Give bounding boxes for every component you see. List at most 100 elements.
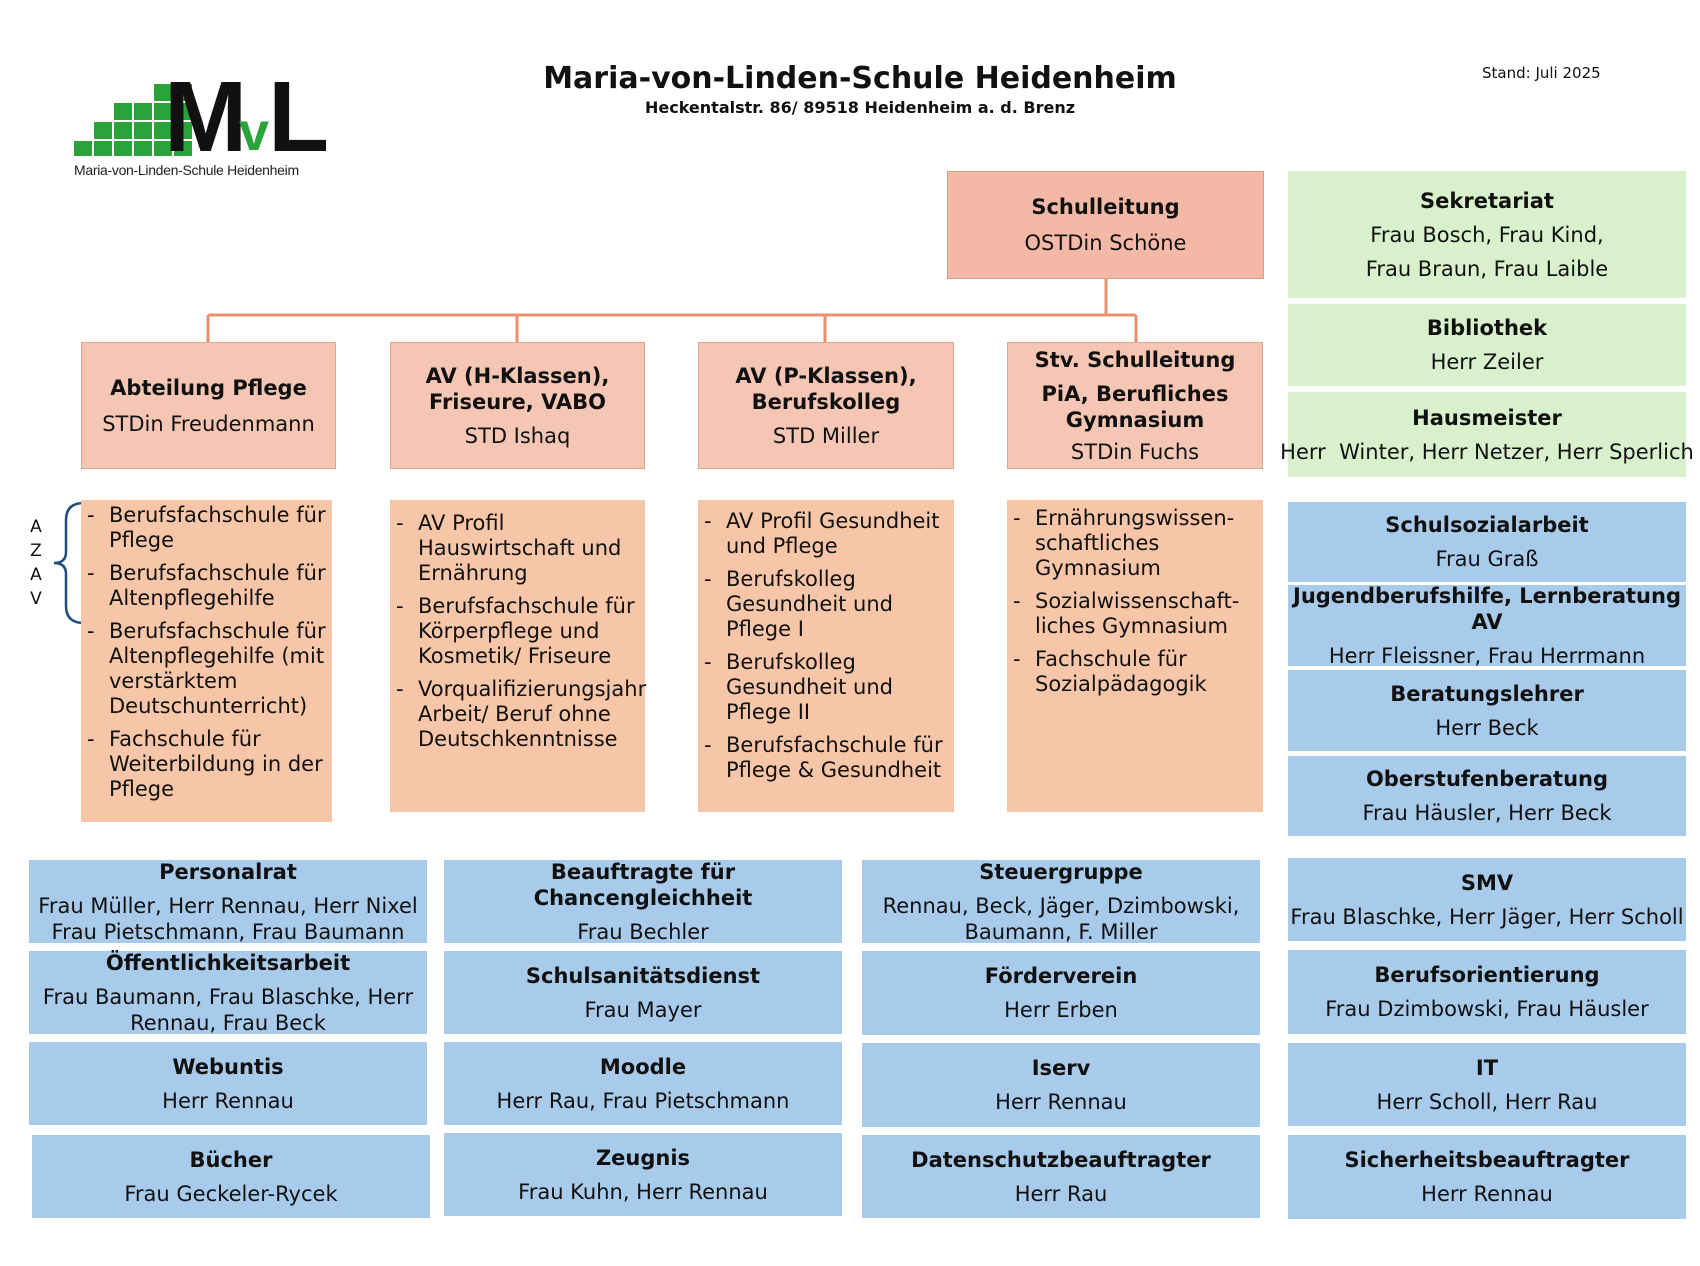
logo-letter-l: L [268, 61, 330, 173]
service-title: Hausmeister [1412, 405, 1562, 430]
service-box-steering-group: Steuergruppe Rennau, Beck, Jäger, Dzimbo… [862, 860, 1260, 944]
department-head: STDin Fuchs [1070, 439, 1200, 464]
service-names: Herr Beck [1435, 715, 1539, 740]
logo-letter-v: v [239, 102, 270, 162]
service-title: IT [1475, 1055, 1499, 1080]
service-title: SMV [1460, 870, 1514, 895]
service-box-career-orientation: Berufsorientierung Frau Dzimbowski, Frau… [1288, 950, 1686, 1034]
service-box-reports: Zeugnis Frau Kuhn, Herr Rennau [444, 1133, 842, 1216]
list-item: Ernährungswissen-schaftliches Gymnasium [1011, 506, 1259, 581]
service-names: Herr Rennau [995, 1090, 1127, 1114]
service-title: Datenschutzbeauftragter [911, 1147, 1211, 1172]
service-title: Jugendberufshilfe, Lernberatung AV [1293, 583, 1681, 634]
service-box-staff-council: Personalrat Frau Müller, Herr Rennau, He… [29, 860, 427, 944]
list-item: Berufskolleg Gesundheit und Pflege I [702, 567, 950, 642]
department-title: Abteilung Pflege [110, 375, 307, 400]
program-list-box: Ernährungswissen-schaftliches Gymnasium … [1007, 500, 1263, 812]
azav-letter: A [30, 565, 42, 585]
department-box: AV (H-Klassen), Friseure, VABO STD Ishaq [390, 342, 645, 469]
azav-letter: Z [30, 541, 42, 561]
service-box-social-work: Schulsozialarbeit Frau Graß [1288, 502, 1686, 582]
service-box-data-protection: Datenschutzbeauftragter Herr Rau [862, 1135, 1260, 1218]
service-names: Frau Pietschmann, Frau Baumann [51, 919, 405, 944]
list-item: AV Profil Gesundheit und Pflege [702, 509, 950, 559]
service-box-safety: Sicherheitsbeauftragter Herr Rennau [1288, 1135, 1686, 1219]
department-head: STDin Freudenmann [102, 411, 315, 436]
leadership-title: Schulleitung [1031, 195, 1180, 219]
service-box-webuntis: Webuntis Herr Rennau [29, 1042, 427, 1125]
date-label: Stand: Juli 2025 [1482, 64, 1601, 82]
service-names: Frau Geckeler-Rycek [124, 1181, 338, 1206]
department-box: Abteilung Pflege STDin Freudenmann [81, 342, 336, 469]
department-head: STD Miller [772, 423, 880, 448]
program-list-box: AV Profil Hauswirtschaft und Ernährung B… [390, 500, 646, 812]
service-box-counselor: Beratungslehrer Herr Beck [1288, 670, 1686, 751]
service-names: Herr Rau [1014, 1181, 1108, 1206]
service-box-it: IT Herr Scholl, Herr Rau [1288, 1043, 1686, 1126]
service-title: Oberstufenberatung [1365, 767, 1609, 791]
service-names: Herr Rennau [162, 1088, 294, 1113]
service-names: Herr Winter, Herr Netzer, Herr Sperlich [1280, 439, 1694, 464]
page-title: Maria-von-Linden-Schule Heidenheim [543, 61, 1177, 96]
service-names: Frau Baumann, Frau Blaschke, Herr [42, 984, 414, 1009]
list-item: AV Profil Hauswirtschaft und Ernährung [394, 511, 641, 586]
department-title: AV (H-Klassen), Friseure, VABO [425, 363, 610, 414]
service-names: Frau Bechler [577, 919, 709, 944]
service-names: Herr Fleissner, Frau Herrmann [1328, 643, 1646, 668]
list-item: Berufsfachschule für Altenpflegehilfe (m… [85, 619, 326, 719]
service-names: Frau Blaschke, Herr Jäger, Herr Scholl [1290, 904, 1684, 929]
service-box-caretaker: Hausmeister Herr Winter, Herr Netzer, He… [1280, 392, 1694, 477]
service-box-pr: Öffentlichkeitsarbeit Frau Baumann, Frau… [29, 951, 427, 1035]
service-names: Herr Zeiler [1430, 350, 1544, 374]
list-item: Berufsfachschule für Körperpflege und Ko… [394, 594, 641, 669]
department-box: AV (P-Klassen), Berufskolleg STD Miller [698, 342, 954, 469]
service-box-first-aid: Schulsanitätsdienst Frau Mayer [444, 951, 842, 1034]
leadership-box: Schulleitung OSTDin Schöne [947, 171, 1264, 279]
service-names: Rennau, Beck, Jäger, Dzimbowski, [882, 893, 1240, 918]
service-box-youth-help: Jugendberufshilfe, Lernberatung AV Herr … [1288, 583, 1686, 668]
logo-caption: Maria-von-Linden-Schule Heidenheim [74, 162, 299, 178]
list-item: Fachschule für Sozialpädagogik [1011, 647, 1259, 697]
service-names: Frau Häusler, Herr Beck [1362, 801, 1612, 825]
service-names: Frau Kuhn, Herr Rennau [518, 1179, 768, 1204]
service-title: Beratungslehrer [1390, 681, 1584, 706]
department-title: PiA, Berufliches Gymnasium [1041, 381, 1229, 432]
service-names: Frau Braun, Frau Laible [1365, 256, 1609, 281]
service-names: Frau Müller, Herr Rennau, Herr Nixel [38, 893, 418, 918]
service-names: Frau Graß [1435, 547, 1539, 571]
department-head: STD Ishaq [464, 423, 571, 448]
list-item: Fachschule für Weiterbildung in der Pfle… [85, 727, 326, 802]
service-box-books: Bücher Frau Geckeler-Rycek [32, 1135, 430, 1218]
leadership-name: OSTDin Schöne [1024, 231, 1187, 255]
service-title: Zeugnis [595, 1145, 691, 1170]
service-box-library: Bibliothek Herr Zeiler [1288, 304, 1686, 386]
service-names: Frau Dzimbowski, Frau Häusler [1325, 997, 1649, 1021]
curly-brace-icon [53, 501, 85, 625]
list-item: Vorqualifizierungsjahr Arbeit/ Beruf ohn… [394, 677, 646, 752]
department-box: Stv. Schulleitung PiA, Berufliches Gymna… [1007, 342, 1263, 469]
service-names: Baumann, F. Miller [964, 919, 1158, 944]
program-list: Ernährungswissen-schaftliches Gymnasium … [1011, 506, 1259, 697]
list-item: Berufskolleg Gesundheit und Pflege II [702, 650, 950, 725]
azav-letter: V [30, 589, 42, 609]
school-address: Heckentalstr. 86/ 89518 Heidenheim a. d.… [644, 98, 1076, 117]
program-list-box: Berufsfachschule für Pflege Berufsfachsc… [81, 500, 332, 822]
azav-letter: A [30, 517, 42, 537]
service-box-iserv: Iserv Herr Rennau [862, 1043, 1260, 1127]
service-box-smv: SMV Frau Blaschke, Herr Jäger, Herr Scho… [1288, 858, 1686, 941]
service-title: Webuntis [172, 1054, 284, 1079]
org-connectors [206, 279, 1138, 342]
service-title: Berufsorientierung [1374, 963, 1600, 987]
service-title: Iserv [1031, 1056, 1091, 1080]
service-title: Bücher [189, 1147, 273, 1172]
service-box-upper-school: Oberstufenberatung Frau Häusler, Herr Be… [1288, 756, 1686, 836]
service-title: Bibliothek [1426, 316, 1548, 340]
program-list-box: AV Profil Gesundheit und Pflege Berufsko… [698, 500, 954, 812]
service-title: Schulsanitätsdienst [525, 963, 761, 988]
list-item: Berufsfachschule für Altenpflegehilfe [85, 561, 326, 611]
service-box-moodle: Moodle Herr Rau, Frau Pietschmann [444, 1042, 842, 1125]
service-box-secretariat: Sekretariat Frau Bosch, Frau Kind, Frau … [1288, 171, 1686, 298]
list-item: Berufsfachschule für Pflege & Gesundheit [702, 733, 950, 783]
list-item: Sozialwissenschaft-liches Gymnasium [1011, 589, 1259, 639]
page-header: Maria-von-Linden-Schule Heidenheim Hecke… [520, 58, 1200, 122]
